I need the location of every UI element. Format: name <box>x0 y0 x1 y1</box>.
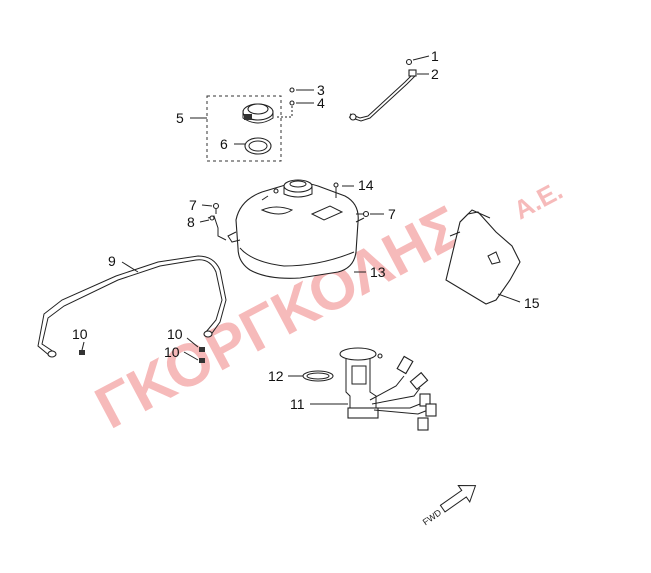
callout-12: 12 <box>268 368 284 384</box>
callout-14: 14 <box>358 177 374 193</box>
callout-5: 5 <box>176 110 184 126</box>
fuel-hose-part-9 <box>37 255 227 358</box>
forward-label: FWD <box>421 507 444 527</box>
callout-10-c: 10 <box>164 344 180 360</box>
bolt-part-7-right <box>356 210 370 218</box>
callout-8: 8 <box>187 214 195 230</box>
callout-7-left: 7 <box>189 197 197 213</box>
callout-2: 2 <box>431 66 439 82</box>
callout-6: 6 <box>220 136 228 152</box>
callout-4: 4 <box>317 95 325 111</box>
part-fuel-tank <box>227 179 365 279</box>
forward-arrow-icon <box>439 484 477 513</box>
group-box-part-5 <box>206 95 282 162</box>
callout-9: 9 <box>108 253 116 269</box>
callout-3: 3 <box>317 82 325 98</box>
screw-part-3 <box>289 87 295 93</box>
bracket-part-8 <box>207 215 227 241</box>
callout-13: 13 <box>370 264 386 280</box>
hose-clip-part-10 <box>79 347 205 363</box>
bolt-part-14 <box>333 182 339 198</box>
bolt-part-7-left <box>212 202 220 214</box>
callout-1: 1 <box>431 48 439 64</box>
callout-7-right: 7 <box>388 206 396 222</box>
callout-11: 11 <box>290 396 305 412</box>
callout-15: 15 <box>524 295 540 311</box>
part-fuel-cap-group <box>206 87 295 162</box>
washer-part-4 <box>289 100 295 106</box>
forward-direction-indicator: FWD <box>421 484 477 527</box>
callout-10-a: 10 <box>72 326 88 342</box>
leader-lines <box>81 55 521 405</box>
screw-part-1 <box>405 58 413 66</box>
callout-10-b: 10 <box>167 326 183 342</box>
callout-labels: 1 2 3 4 5 6 7 7 8 9 10 10 10 11 12 13 14… <box>72 48 540 412</box>
vent-tube-part-2 <box>349 73 414 119</box>
fuel-pump-part-11 <box>339 347 437 431</box>
tank-filler-neck <box>283 179 313 193</box>
pump-flange <box>339 347 377 361</box>
watermark-suffix: Α.Ε. <box>509 175 568 225</box>
part-vent-tube-assembly <box>348 58 417 122</box>
side-cover-part-15 <box>445 209 521 305</box>
